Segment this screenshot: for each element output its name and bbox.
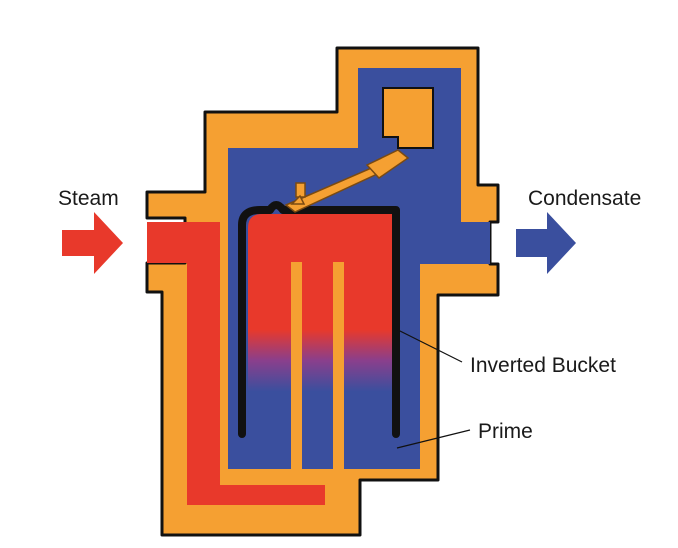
riser-tube-wall-left	[291, 262, 302, 484]
prime-label: Prime	[478, 420, 533, 443]
inverted-bucket	[238, 201, 400, 438]
prime-leader-line	[396, 429, 471, 449]
steam-inlet-arrow	[62, 212, 123, 274]
valve-seat-block	[382, 87, 434, 149]
bucket-label: Inverted Bucket	[470, 354, 616, 377]
outlet-label: Condensate	[528, 187, 641, 210]
riser-tube-wall-right	[333, 262, 344, 484]
bucket-steam-space	[248, 214, 392, 436]
bucket-leader-line	[397, 329, 463, 363]
steam-inlet-channel	[147, 222, 325, 505]
inlet-label: Steam	[58, 187, 119, 210]
condensate-outlet-arrow	[516, 212, 576, 274]
lever-mechanism	[284, 149, 410, 213]
